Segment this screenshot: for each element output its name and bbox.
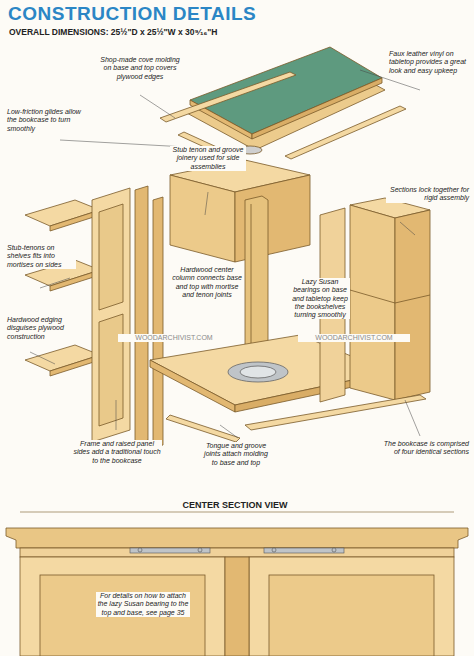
page-title: CONSTRUCTION DETAILS bbox=[8, 3, 256, 25]
watermark: WOODARCHIVIST.COM bbox=[118, 334, 230, 342]
watermark: WOODARCHIVIST.COM bbox=[298, 334, 410, 342]
callout-note: Lazy Susan bearings on base and tabletop… bbox=[290, 278, 350, 319]
callout-note: Stub tenon and groove joinery used for s… bbox=[170, 146, 246, 171]
callout-note: Frame and raised panel sides add a tradi… bbox=[72, 440, 162, 465]
callout-note: Hardwood edging disguises plywood constr… bbox=[6, 316, 70, 341]
callout-note: Sections lock together for rigid assembl… bbox=[386, 186, 470, 203]
callout-note: Stub-tenons on shelves fits into mortise… bbox=[6, 244, 76, 269]
callout-note: Tongue and groove joints attach molding … bbox=[200, 442, 272, 467]
callout-note: Hardwood center column connects base and… bbox=[170, 266, 244, 299]
callout-note: Faux leather vinyl on tabletop provides … bbox=[388, 50, 472, 75]
callout-note: For details on how to attach the lazy Su… bbox=[96, 592, 190, 617]
callout-note: The bookcase is comprised of four identi… bbox=[380, 440, 470, 457]
callout-note: Low-friction glides allow the bookcase t… bbox=[6, 108, 84, 133]
section-heading: CENTER SECTION VIEW bbox=[0, 500, 472, 511]
callout-note: Shop-made cove molding on base and top c… bbox=[98, 56, 182, 81]
dimensions-note: OVERALL DIMENSIONS: 25½"D x 25½"W x 30⁹⁄… bbox=[8, 27, 340, 37]
